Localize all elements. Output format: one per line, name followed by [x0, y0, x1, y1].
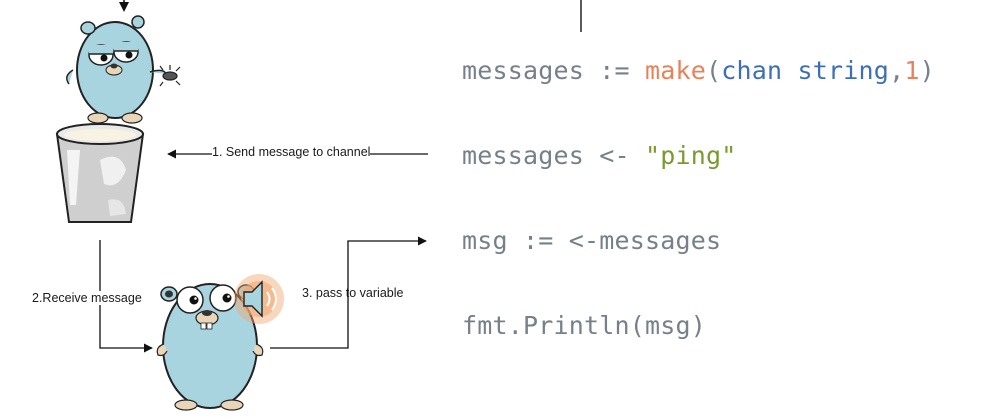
code-line-make-channel: messages := make(chan string,1)	[462, 56, 935, 85]
gopher-sender-icon	[66, 0, 181, 124]
pass-arrow	[270, 236, 427, 349]
code-line-println: fmt.Println(msg)	[462, 311, 707, 340]
step-1-label: 1. Send message to channel	[212, 145, 371, 159]
step-2-label: 2.Receive message	[30, 291, 144, 305]
code-open-paren: (	[706, 56, 722, 85]
receive-arrow	[99, 240, 153, 353]
code-line-send: messages <- "ping"	[462, 141, 737, 170]
code-ping-string: "ping"	[645, 141, 737, 170]
code-make-func: make	[645, 56, 707, 85]
code-send-lhs: messages <-	[462, 141, 646, 170]
code-line-receive: msg := <-messages	[462, 226, 722, 255]
bucket-channel-icon	[55, 123, 145, 223]
step-3-label: 3. pass to variable	[302, 286, 404, 300]
code-comma: ,	[889, 56, 905, 85]
code-close-paren: )	[919, 56, 935, 85]
code-buffer-size: 1	[904, 56, 920, 85]
speaker-icon	[234, 274, 284, 324]
code-chan-type: chan string	[721, 56, 890, 85]
code-lhs: messages :=	[462, 56, 646, 85]
